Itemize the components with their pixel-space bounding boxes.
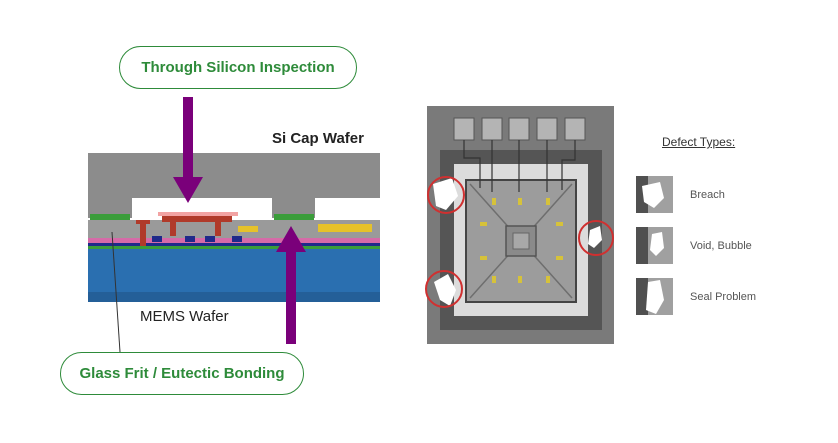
mems-plate-pink [158,212,238,216]
yellow-pad-1 [238,226,258,232]
chip-image [425,106,614,344]
mems-gray-layer [88,220,380,240]
defect-circle-seal [425,270,463,308]
mems-anchor-left [140,222,146,246]
mems-bump-1 [152,236,162,242]
mems-bump-3 [205,236,215,242]
cross-section [88,97,380,353]
mems-bump-2 [185,236,195,242]
mems-wafer-label: MEMS Wafer [140,308,229,325]
chip-pad-1 [453,117,475,141]
cap-pillar-left [88,198,132,218]
cap-cavity-right [315,198,380,220]
chip-pad-5 [564,117,586,141]
top-arrow-shaft [183,97,193,177]
defect-void-shape [588,226,602,248]
defect-label-void-bubble: Void, Bubble [690,240,752,252]
chip-pad-4 [536,117,558,141]
frit-bond-mid [274,214,314,220]
defect-seal-shape [434,274,456,306]
yellow-pad-2 [318,224,372,232]
defect-label-seal-problem: Seal Problem [690,291,757,303]
mems-blue-bottom [88,292,380,302]
glass-frit-pill: Glass Frit / Eutectic Bonding [60,352,304,395]
defect-breach-shape [433,178,458,210]
through-silicon-label: Through Silicon Inspection [141,59,335,76]
mems-green-layer [88,246,380,250]
bottom-arrow-head [276,226,306,252]
cap-pillar-mid [272,198,315,218]
defect-label-breach: Breach [690,189,725,201]
bottom-arrow-shaft [286,252,296,344]
mems-beam-red [162,216,232,222]
mems-post-2 [215,222,221,236]
defect-circle-void [578,220,614,256]
top-arrow-head [173,177,203,203]
glass-frit-label: Glass Frit / Eutectic Bonding [79,365,285,382]
frit-bond-left [90,214,130,220]
core-center-inner [512,232,530,250]
si-cap-wafer-label: Si Cap Wafer [272,130,364,147]
mems-post-1 [170,222,176,236]
mems-bump-4 [232,236,242,242]
defect-legend-swatches [636,176,673,315]
mems-navy-layer [88,243,380,247]
defect-types-title: Defect Types: [662,135,736,149]
mems-anchor-cap [136,220,150,224]
defect-circle-breach [427,176,465,214]
core-yellow-features [480,198,563,283]
through-silicon-pill: Through Silicon Inspection [119,46,357,89]
frit-leader-line [111,231,121,353]
chip-pad-2 [481,117,503,141]
chip-pad-3 [508,117,530,141]
bond-wires [463,140,576,192]
